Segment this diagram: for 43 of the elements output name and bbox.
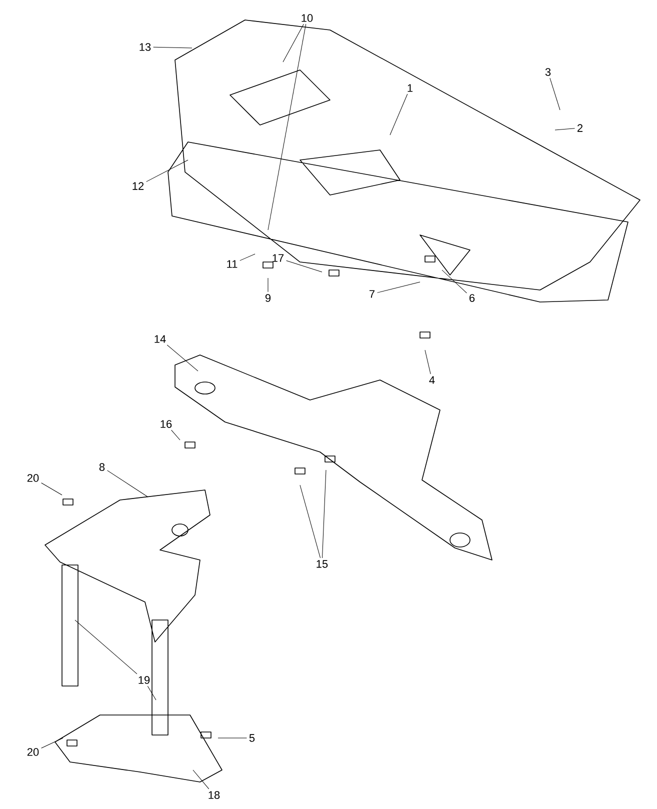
leader-line bbox=[147, 686, 156, 700]
leader-line bbox=[146, 160, 188, 182]
leader-line bbox=[390, 94, 408, 136]
leader-line bbox=[41, 482, 62, 496]
leader-line bbox=[41, 738, 64, 748]
leader-line bbox=[171, 430, 180, 440]
callout-number: 19 bbox=[138, 676, 150, 684]
callout-number: 7 bbox=[370, 290, 374, 298]
callout-number: 20 bbox=[27, 748, 39, 756]
callout-number: 16 bbox=[160, 420, 172, 428]
leader-line bbox=[282, 24, 304, 62]
callout-number: 2 bbox=[578, 124, 582, 132]
callout-number: 14 bbox=[154, 335, 166, 343]
callout-number: 3 bbox=[545, 68, 551, 76]
callout-number: 10 bbox=[302, 14, 313, 22]
leader-line bbox=[550, 78, 560, 110]
callout-number: 18 bbox=[208, 791, 220, 799]
leader-line bbox=[554, 128, 575, 130]
callout-number: 8 bbox=[99, 463, 105, 471]
callout-number: 15 bbox=[316, 560, 328, 568]
callout-number: 12 bbox=[132, 182, 144, 190]
leader-line bbox=[153, 46, 192, 48]
callout-number: 17 bbox=[272, 254, 284, 262]
leader-line bbox=[74, 620, 138, 674]
leader-line bbox=[424, 350, 431, 374]
leader-line bbox=[107, 470, 148, 498]
leader-line bbox=[300, 484, 321, 558]
callout-number: 13 bbox=[140, 43, 151, 51]
callout-number: 6 bbox=[470, 294, 475, 302]
callout-number: 11 bbox=[227, 260, 238, 268]
callout-number: 20 bbox=[27, 474, 39, 482]
callout-number: 5 bbox=[249, 734, 255, 742]
leader-line bbox=[286, 260, 322, 272]
callout-number: 1 bbox=[408, 84, 413, 92]
callout-number: 9 bbox=[265, 294, 271, 302]
callout-number: 4 bbox=[429, 376, 435, 384]
leader-line bbox=[377, 282, 420, 293]
leader-line bbox=[322, 470, 326, 558]
leader-line bbox=[166, 344, 198, 372]
leader-line bbox=[268, 24, 306, 230]
leader-line bbox=[240, 254, 256, 261]
leader-line bbox=[442, 270, 467, 294]
leader-line bbox=[192, 770, 210, 790]
